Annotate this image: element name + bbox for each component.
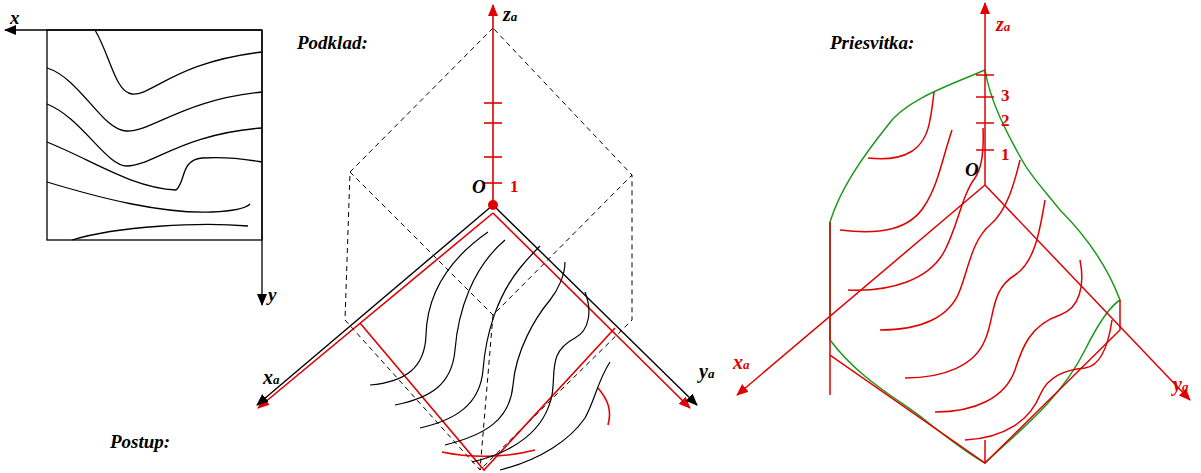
drawing-stroke — [472, 292, 589, 462]
drawing-stroke — [868, 92, 934, 159]
axis-name: ya — [1173, 374, 1188, 394]
drawing-stroke — [370, 232, 488, 385]
drawing-stroke — [840, 130, 952, 232]
drawing-stroke — [493, 205, 697, 405]
drawing-stroke — [976, 96, 994, 98]
drawing-stroke — [72, 225, 248, 240]
drawing-stroke — [47, 30, 262, 240]
drawing-stroke — [5, 29, 262, 30]
drawing-stroke — [905, 200, 1045, 378]
drawing-stroke — [257, 205, 493, 405]
drawing-stroke — [442, 450, 535, 456]
drawing-stroke — [484, 156, 502, 158]
drawing-stroke — [484, 102, 502, 104]
drawing-stroke — [935, 260, 1082, 412]
axonometric-contours — [370, 232, 610, 470]
panel-title: Priesvitka: — [830, 33, 914, 52]
red-axes — [258, 5, 690, 470]
dashed-cube — [345, 28, 632, 470]
drawing-stroke — [984, 3, 986, 185]
drawing-stroke — [492, 5, 494, 205]
green-outline — [830, 70, 1120, 463]
drawing-stroke — [880, 160, 1020, 330]
axis-name: za — [996, 14, 1010, 34]
drawing-stroke — [261, 30, 262, 305]
drawing-stroke — [598, 388, 610, 425]
callout-number: 2 — [1001, 112, 1010, 129]
drawing-stroke — [350, 172, 632, 315]
red-axes-and-contours — [737, 3, 1190, 463]
origin-name: O — [472, 177, 486, 196]
origin-name: O — [965, 160, 979, 179]
drawing-stroke — [345, 28, 632, 470]
drawing-stroke — [830, 70, 1120, 463]
drawing-stroke — [976, 74, 994, 76]
axis-name: xa — [733, 352, 750, 372]
axis-name: y — [268, 285, 276, 304]
drawing-stroke — [965, 320, 1112, 440]
panel-title: Podklad: — [297, 33, 368, 52]
drawing-stroke — [445, 262, 565, 445]
drawing-stroke — [360, 323, 615, 470]
axis-name: xa — [263, 367, 280, 387]
drawing-stroke — [484, 182, 502, 184]
section-title: Postup: — [110, 432, 170, 451]
drawing-stroke — [493, 213, 690, 408]
axis-name: za — [503, 4, 517, 24]
drawing-stroke — [395, 240, 505, 405]
callout-number: 1 — [510, 178, 519, 195]
drawing-stroke — [848, 128, 983, 290]
drawing-stroke — [95, 30, 262, 94]
drawing-stroke — [976, 149, 994, 151]
black-axes — [257, 205, 697, 405]
drawing-stroke — [47, 68, 262, 131]
drawing-stroke — [420, 246, 540, 428]
drawing-stroke — [984, 440, 986, 463]
drawing-stroke — [484, 122, 502, 124]
axis-name: ya — [699, 361, 714, 381]
drawing-stroke — [258, 213, 493, 408]
callout-number: 1 — [1001, 146, 1010, 163]
drawing-stroke — [47, 142, 262, 190]
drawing-stroke — [830, 222, 1120, 463]
drawing-stroke — [500, 362, 610, 470]
drawing-stroke — [47, 182, 250, 212]
plan-view — [5, 30, 262, 305]
origin-dot — [488, 200, 498, 210]
callout-number: 3 — [1001, 87, 1010, 104]
drawing-stroke — [829, 355, 831, 395]
drawing-stroke — [976, 122, 994, 124]
axis-name: x — [10, 8, 20, 27]
drawing-stroke — [480, 315, 493, 470]
